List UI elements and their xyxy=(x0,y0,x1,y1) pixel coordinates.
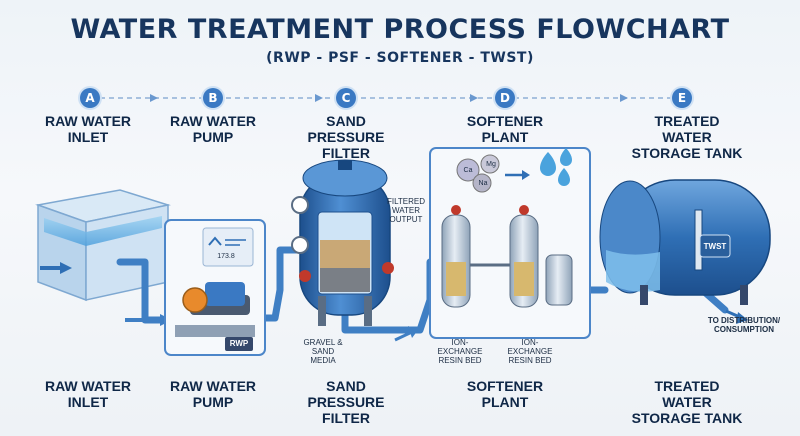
filtered-output-label: FILTERED WATER OUTPUT xyxy=(386,197,426,224)
valve-icon xyxy=(451,205,461,215)
page-subtitle: (RWP - PSF - SOFTENER - TWST) xyxy=(266,50,534,66)
stage-b-bottom-label: RAW WATER PUMP xyxy=(169,378,257,410)
rwp-tag: RWP xyxy=(229,339,249,348)
pressure-gauge-icon xyxy=(291,236,309,254)
resin-bed-label-1: ION-EXCHANGE RESIN BED xyxy=(437,338,483,365)
stage-badge-c: C xyxy=(336,88,356,108)
valve-icon xyxy=(299,270,311,282)
control-chart-icon xyxy=(208,236,222,246)
distribution-arrow-icon xyxy=(736,312,748,324)
gauge-reading: 173.8 xyxy=(217,253,235,260)
stage-badge-d: D xyxy=(495,88,515,108)
sand-pressure-filter xyxy=(291,159,394,326)
ion-ca-label: Ca xyxy=(463,167,473,174)
stage-c-bottom-label: SAND PRESSURE FILTER xyxy=(307,378,385,426)
twst-tag: TWST xyxy=(703,242,727,251)
valve-icon xyxy=(382,262,394,274)
water-drop-icon xyxy=(540,152,556,176)
storage-tank xyxy=(599,179,771,305)
distribution-label: TO DISTRIBUTION/ CONSUMPTION xyxy=(707,316,781,334)
stage-d-top-label: SOFTENER PLANT xyxy=(466,113,544,145)
stage-badge-b: B xyxy=(203,88,223,108)
stage-a-top-label: RAW WATER INLET xyxy=(44,113,132,145)
pump-panel xyxy=(164,219,266,356)
stage-e-bottom-label: TREATED WATER STORAGE TANK xyxy=(631,378,743,426)
water-drop-icon xyxy=(558,168,570,186)
badge-connector-line xyxy=(100,94,680,102)
resin-bed-label-2: ION-EXCHANGE RESIN BED xyxy=(507,338,553,365)
stage-e-top-label: TREATED WATER STORAGE TANK xyxy=(631,113,743,161)
ion-mg-label: Mg xyxy=(486,161,496,168)
stage-c-top-label: SAND PRESSURE FILTER xyxy=(307,113,385,161)
stage-a-bottom-label: RAW WATER INLET xyxy=(44,378,132,410)
pressure-gauge-icon xyxy=(291,196,309,214)
raw-water-basin xyxy=(35,189,171,302)
stage-badge-e: E xyxy=(672,88,692,108)
water-drop-icon xyxy=(560,148,572,166)
stage-d-bottom-label: SOFTENER PLANT xyxy=(466,378,544,410)
ion-na-label: Na xyxy=(478,180,488,187)
page-title: WATER TREATMENT PROCESS FLOWCHART xyxy=(70,14,730,45)
exchange-arrow-icon xyxy=(522,170,530,180)
stage-badge-a: A xyxy=(80,88,100,108)
gravel-media-label: GRAVEL & SAND MEDIA xyxy=(303,338,343,365)
softener-panel xyxy=(429,147,591,339)
stage-b-top-label: RAW WATER PUMP xyxy=(169,113,257,145)
valve-icon xyxy=(519,205,529,215)
pump-motor-icon xyxy=(182,287,208,313)
flow-arrow-icon xyxy=(408,326,418,338)
inflow-arrow-icon xyxy=(60,262,72,274)
